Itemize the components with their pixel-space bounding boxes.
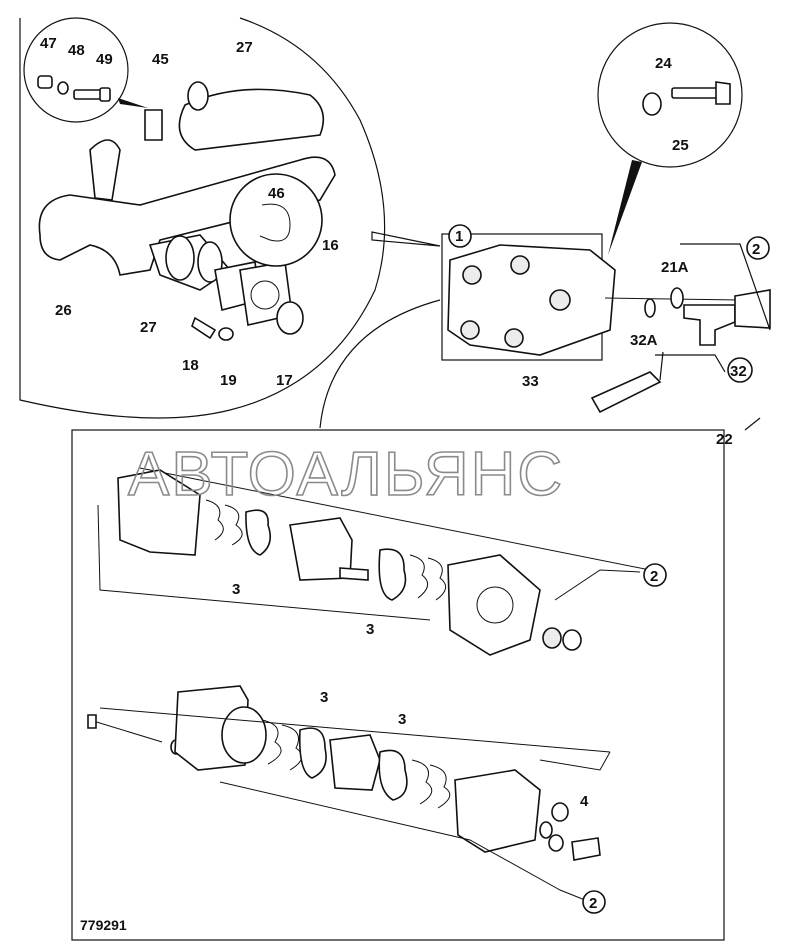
bolt-detail-circle <box>23 17 148 123</box>
callout-47: 47 <box>40 35 57 52</box>
callout-17: 17 <box>276 372 293 389</box>
fittings <box>590 243 771 431</box>
watermark: АВТОАЛЬЯНС <box>128 440 564 509</box>
callout-3-b: 3 <box>366 621 374 638</box>
callout-3-a: 3 <box>232 581 240 598</box>
callout-2-bottom: 2 <box>589 895 597 912</box>
callout-2-mid: 2 <box>650 568 658 585</box>
callout-3-d: 3 <box>398 711 406 728</box>
callout-49: 49 <box>96 51 113 68</box>
screw-detail-circle <box>597 22 743 255</box>
callout-32A: 32A <box>630 332 658 349</box>
callout-18: 18 <box>182 357 199 374</box>
hose-assembly <box>38 81 336 341</box>
callout-2-top: 2 <box>752 241 760 258</box>
callout-3-c: 3 <box>320 689 328 706</box>
exploded-view-box <box>71 429 725 941</box>
callout-32: 32 <box>730 363 747 380</box>
callout-19: 19 <box>220 372 237 389</box>
callout-46: 46 <box>268 185 285 202</box>
drawing-reference-number: 779291 <box>80 917 127 933</box>
callout-24: 24 <box>655 55 672 72</box>
callout-27-top: 27 <box>236 39 253 56</box>
callout-25: 25 <box>672 137 689 154</box>
callout-4: 4 <box>580 793 589 810</box>
callout-1: 1 <box>455 228 463 245</box>
callout-22: 22 <box>716 431 733 448</box>
hose-detail-circle <box>19 17 441 419</box>
callout-27-bottom: 27 <box>140 319 157 336</box>
clip-detail-circle <box>229 173 323 267</box>
callout-21A: 21A <box>661 259 689 276</box>
callout-26: 26 <box>55 302 72 319</box>
callout-48: 48 <box>68 42 85 59</box>
callout-16: 16 <box>322 237 339 254</box>
callout-33: 33 <box>522 373 539 390</box>
pump-box <box>441 233 616 361</box>
callout-45: 45 <box>152 51 169 68</box>
